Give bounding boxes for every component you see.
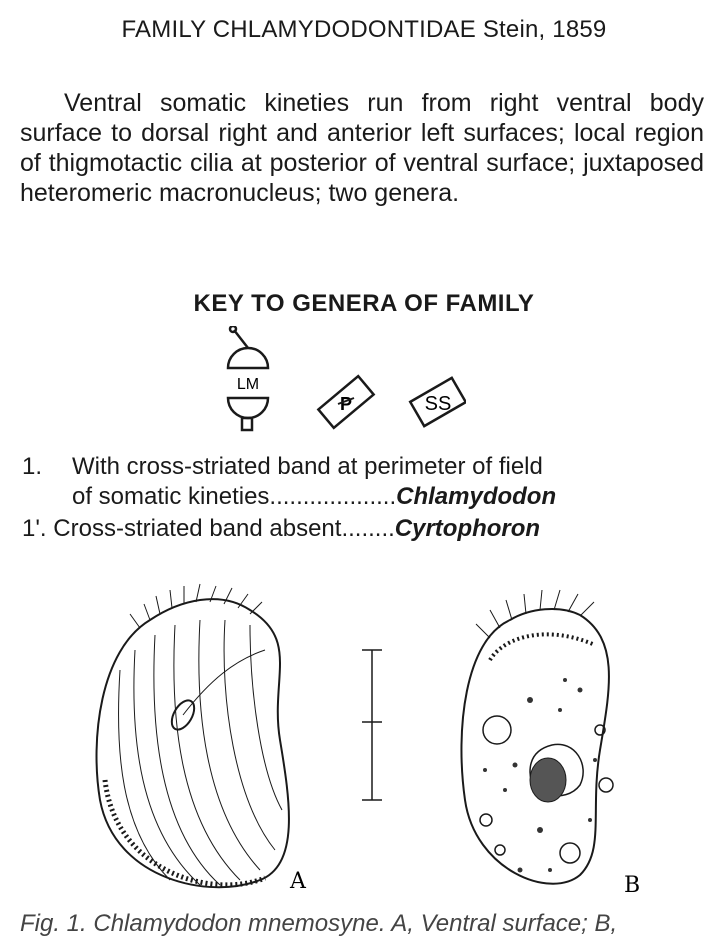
couplet-text: Cross-striated band absent [53,515,342,542]
key-couplet-1-prime: 1'. Cross-striated band absent........Cy… [22,514,540,544]
protargol-strike-mark [337,397,355,405]
key-title: KEY TO GENERA OF FAMILY [193,290,535,317]
key-couplet-1: 1. With cross-striated band at perimeter … [22,452,543,482]
couplet-text-continued: of somatic kineties [72,483,270,510]
panel-a-drawing [95,583,290,889]
protargol-stain-label: P [340,394,352,414]
panel-b-drawing [460,589,614,885]
silver-stain-label: SS [425,393,452,415]
figure-caption: Fig. 1. Chlamydodon mnemosyne. A, Ventra… [20,910,618,937]
key-couplet-1-continued: of somatic kineties...................Ch… [72,482,556,512]
couplet-leader: ........ [341,515,395,542]
silver-stain-icon [408,376,466,428]
couplet-genus: Chlamydodon [396,483,557,510]
couplet-number: 1. [22,453,43,480]
couplet-genus: Cyrtophoron [394,515,541,542]
couplet-text: With cross-striated band at perimeter of… [72,453,543,480]
protargol-stain-icon [316,374,376,430]
light-microscope-icon [226,326,270,432]
couplet-number: 1'. [22,515,47,542]
scale-bar [362,649,382,801]
method-icons: LM P SS [226,326,466,432]
family-heading: FAMILY CHLAMYDODONTIDAE Stein, 1859 [0,16,728,44]
diagnosis-text: Ventral somatic kineties run from right … [20,89,704,207]
light-microscope-label: LM [237,376,259,393]
couplet-leader: ................... [269,483,397,510]
panel-a-label: A [289,869,307,894]
family-name: FAMILY CHLAMYDODONTIDAE [121,16,476,43]
figure-drawings: A [95,583,640,898]
family-diagnosis: Ventral somatic kineties run from right … [20,88,704,208]
panel-b-label: B [624,873,640,898]
family-author: Stein, 1859 [482,16,607,43]
